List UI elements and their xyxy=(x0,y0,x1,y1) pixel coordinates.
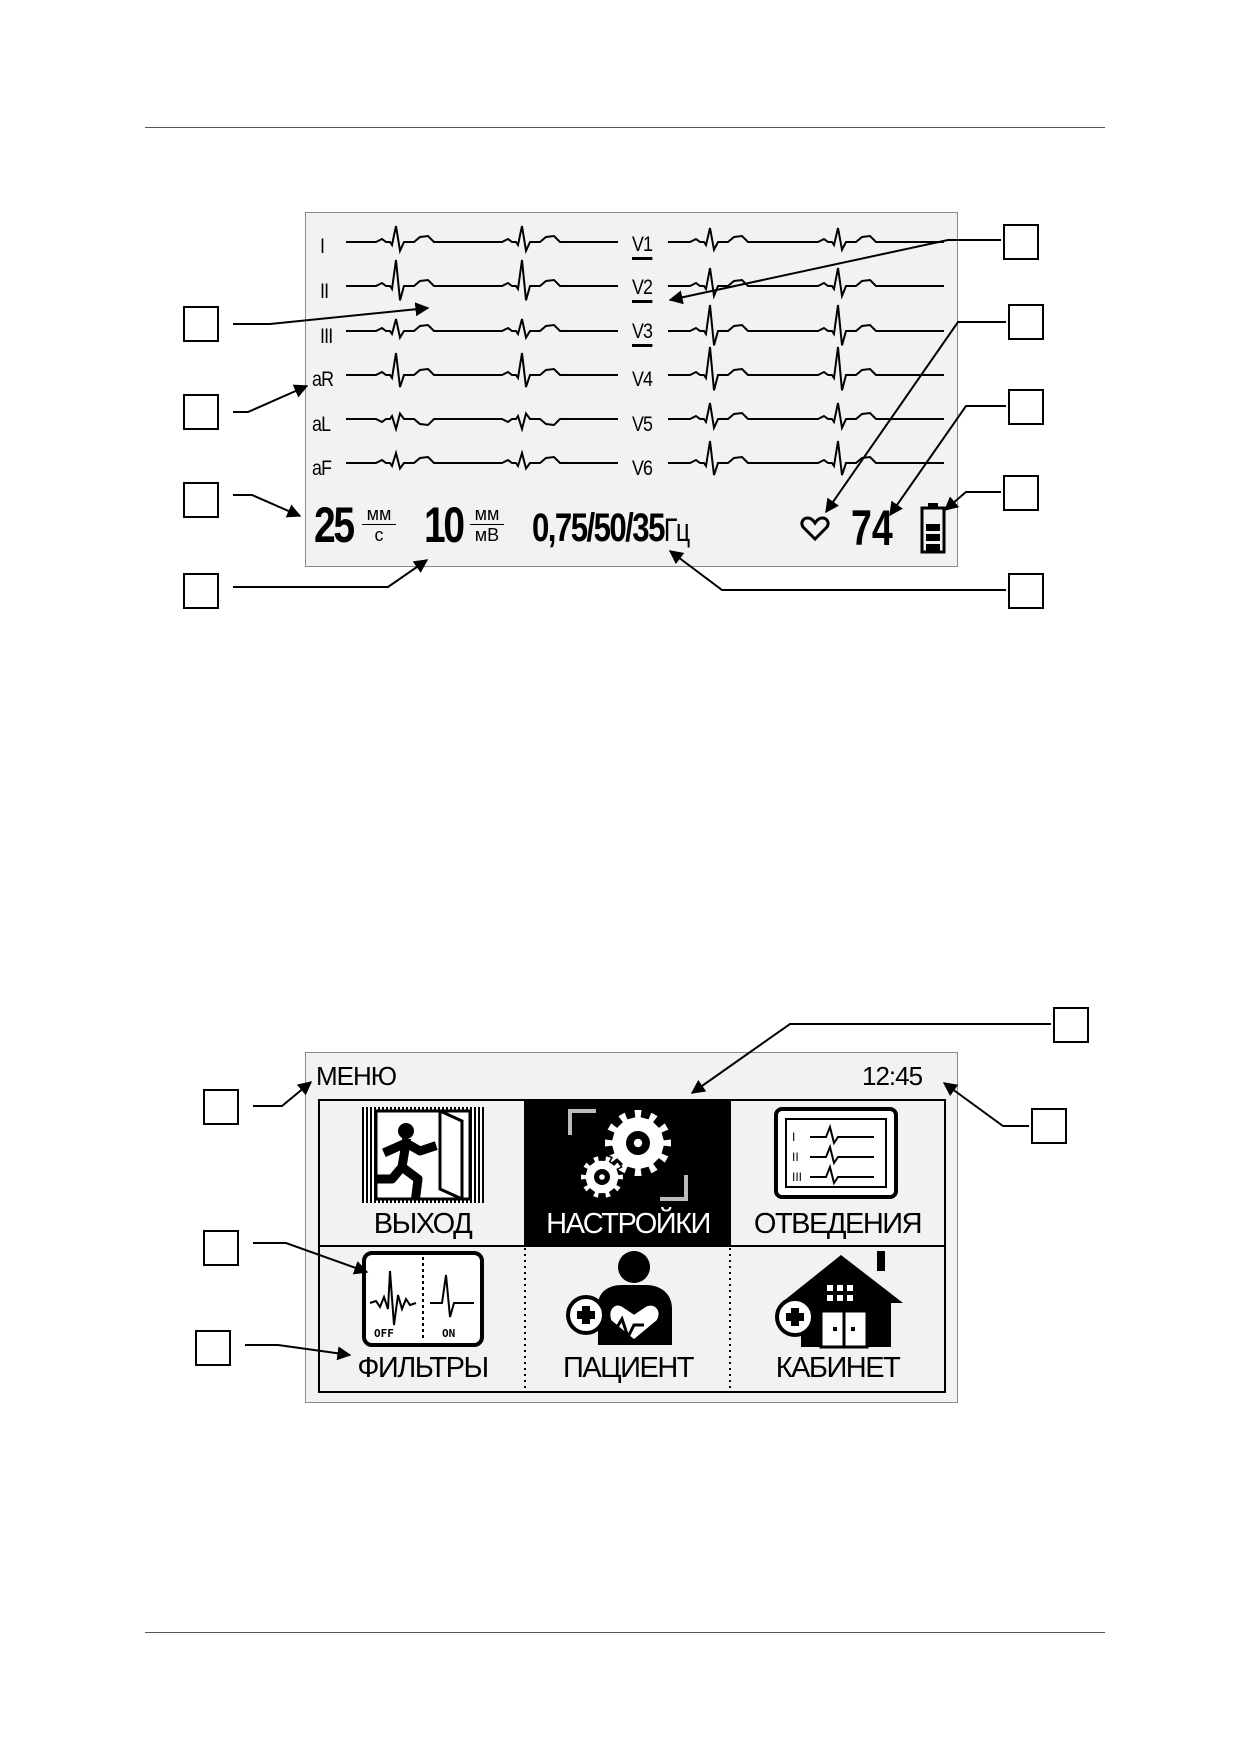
speed-unit-top: мм xyxy=(362,505,396,525)
filter-settings: 0,75/50/35Гц xyxy=(532,506,690,550)
menu-tile-leads[interactable]: I II III ОТВЕДЕНИЯ xyxy=(731,1101,944,1246)
menu-tile-label: КАБИНЕТ xyxy=(775,1352,901,1384)
menu-screen: МЕНЮ 12:45 xyxy=(305,1052,958,1403)
ecg-trace-v2 xyxy=(668,267,944,300)
menu-tile-label: ВЫХОД xyxy=(373,1208,473,1240)
battery-icon xyxy=(920,503,946,554)
callout-box xyxy=(1053,1007,1089,1043)
battery-segment xyxy=(926,524,940,531)
ecg-trace-iii xyxy=(346,318,618,341)
lead-label-v4: V4 xyxy=(632,368,653,391)
callout-box xyxy=(203,1089,239,1125)
callout-box xyxy=(1008,304,1044,340)
lead-label-v2: V2 xyxy=(632,277,653,303)
ecg-trace-al xyxy=(346,411,618,433)
gears-icon xyxy=(568,1108,688,1201)
menu-tile-filters[interactable]: OFF ON ФИЛЬТРЫ xyxy=(320,1247,525,1391)
leads-icon-text-1: I xyxy=(792,1130,795,1144)
gain-value: 10 xyxy=(424,497,465,553)
lead-label-al: aL xyxy=(312,413,331,436)
ecg-trace-ar xyxy=(346,352,618,388)
filter-icon-off-text: OFF xyxy=(374,1327,394,1340)
cabinet-icon xyxy=(775,1251,903,1349)
exit-icon xyxy=(362,1107,484,1203)
callout-box xyxy=(183,306,219,342)
menu-tile-label: ОТВЕДЕНИЯ xyxy=(753,1208,923,1240)
ecg-trace-af xyxy=(346,449,618,471)
callout-box xyxy=(203,1230,239,1266)
menu-tile-label: НАСТРОЙКИ xyxy=(546,1208,711,1240)
speed-value: 25 xyxy=(314,497,355,553)
gain-unit: мм мВ xyxy=(470,505,504,544)
lead-label-i: I xyxy=(320,235,325,258)
menu-tile-exit[interactable]: ВЫХОД xyxy=(320,1101,525,1246)
callout-box xyxy=(183,573,219,609)
callout-box xyxy=(183,482,219,518)
lead-label-v5: V5 xyxy=(632,413,653,436)
ecg-trace-v4 xyxy=(668,346,944,391)
lead-label-ii: II xyxy=(320,280,329,303)
gain-unit-top: мм xyxy=(470,505,504,525)
filter-icon-on-text: ON xyxy=(442,1327,455,1340)
leads-icon: I II III xyxy=(774,1107,898,1199)
filter-unit: Гц xyxy=(663,512,690,548)
speed-unit: мм с xyxy=(362,505,396,544)
ecg-trace-i xyxy=(346,225,618,255)
callout-box xyxy=(1003,475,1039,511)
speed-unit-bottom: с xyxy=(374,525,384,545)
callout-box xyxy=(1008,573,1044,609)
ecg-trace-v6 xyxy=(668,440,944,476)
filter-icon: OFF ON xyxy=(362,1251,484,1347)
lead-label-v1: V1 xyxy=(632,234,653,260)
menu-title: МЕНЮ xyxy=(316,1061,397,1091)
patient-icon xyxy=(566,1251,672,1345)
grid-dividers xyxy=(320,1101,944,1391)
menu-clock: 12:45 xyxy=(862,1061,923,1091)
callout-box xyxy=(195,1330,231,1366)
lead-label-ar: aR xyxy=(312,368,334,391)
menu-tile-label: ФИЛЬТРЫ xyxy=(357,1352,489,1384)
ecg-trace-ii xyxy=(346,259,618,301)
callout-box xyxy=(1008,389,1044,425)
callout-box xyxy=(1031,1108,1067,1144)
lead-label-af: aF xyxy=(312,457,332,480)
lead-label-v3: V3 xyxy=(632,321,653,347)
menu-grid: ВЫХОД НАСТРОЙКИ I II III xyxy=(318,1099,946,1393)
menu-tile-label: ПАЦИЕНТ xyxy=(563,1352,694,1384)
menu-tile-patient[interactable]: ПАЦИЕНТ xyxy=(526,1247,730,1391)
top-rule xyxy=(145,127,1105,128)
callout-box xyxy=(1003,224,1039,260)
gain-unit-bottom: мВ xyxy=(474,525,500,545)
heart-icon xyxy=(800,516,830,542)
lead-label-v6: V6 xyxy=(632,457,653,480)
battery-segment xyxy=(926,544,940,551)
menu-tile-cabinet[interactable]: КАБИНЕТ xyxy=(731,1247,944,1391)
leads-icon-text-2: II xyxy=(792,1150,799,1164)
heart-rate-value: 74 xyxy=(851,500,893,556)
menu-tile-settings[interactable]: НАСТРОЙКИ xyxy=(526,1101,730,1245)
ecg-trace-v5 xyxy=(668,402,944,432)
ecg-trace-v3 xyxy=(668,304,944,346)
ecg-screen: I II III aR aL aF V1 V2 V3 V4 V5 V6 25 м… xyxy=(305,212,958,567)
ecg-trace-v1 xyxy=(668,227,944,253)
callout-box xyxy=(183,394,219,430)
filter-values: 0,75/50/35 xyxy=(532,506,665,550)
leads-icon-text-3: III xyxy=(792,1170,802,1184)
bottom-rule xyxy=(145,1632,1105,1633)
lead-label-iii: III xyxy=(320,325,333,348)
battery-segment xyxy=(926,534,940,541)
